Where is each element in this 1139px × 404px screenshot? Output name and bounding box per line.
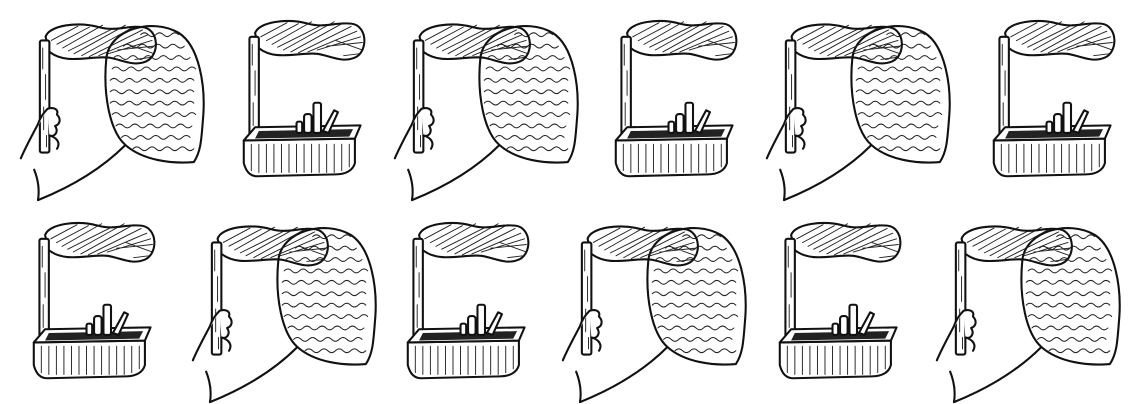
flag-in-planter-box-motif: [612, 18, 742, 180]
flag-in-planter-box-motif: [404, 220, 534, 382]
hand-holding-flag-with-wavy-hair-motif: [186, 212, 386, 404]
hand-holding-flag-with-wavy-hair-motif: [14, 10, 214, 202]
flag-in-planter-box-motif: [990, 18, 1120, 180]
hand-holding-flag-with-wavy-hair-motif: [760, 10, 960, 202]
flag-in-planter-box-motif: [776, 220, 906, 382]
hand-holding-flag-with-wavy-hair-motif: [930, 212, 1130, 404]
hand-holding-flag-with-wavy-hair-motif: [556, 212, 756, 404]
flag-in-planter-box-motif: [240, 18, 370, 180]
hand-holding-flag-with-wavy-hair-motif: [388, 10, 588, 202]
flag-in-planter-box-motif: [30, 220, 160, 382]
